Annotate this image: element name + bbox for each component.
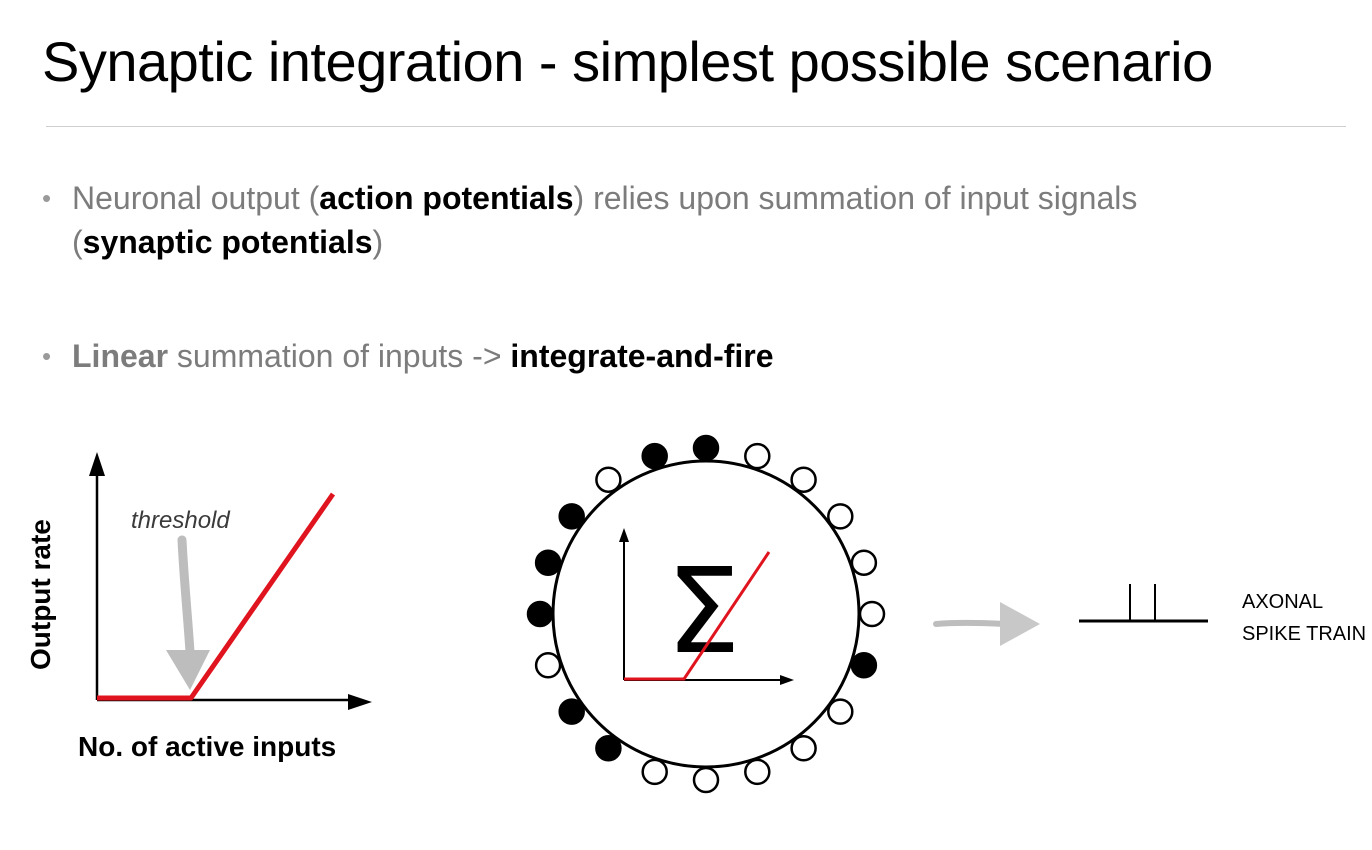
inactive-synapse: [790, 735, 817, 762]
bullet-1-line2-part-1: (: [72, 224, 83, 260]
neuron-diagram: Σ: [526, 434, 886, 794]
bullet-2-part-2: summation of inputs ->: [168, 338, 511, 374]
bullet-1-part-1: Neuronal output (: [72, 180, 320, 216]
bullet-text: Linear summation of inputs -> integrate-…: [72, 334, 1042, 378]
active-synapse: [692, 434, 720, 462]
y-axis-arrowhead-icon: [89, 452, 105, 476]
output-arrow-icon: [933, 602, 1040, 646]
sigma-symbol: Σ: [666, 542, 741, 680]
inactive-synapse: [790, 466, 817, 493]
bullet-2-part-1: Linear: [72, 338, 169, 374]
x-axis-arrowhead-icon: [348, 694, 372, 710]
active-synapse: [850, 652, 878, 679]
inner-y-arrowhead-icon: [619, 528, 629, 542]
inner-x-arrowhead-icon: [780, 675, 794, 685]
inactive-synapse: [641, 758, 668, 786]
bullet-action-potentials: • Neuronal output (action potentials) re…: [42, 176, 1342, 264]
bullet-text: Neuronal output (action potentials) reli…: [72, 176, 1342, 264]
spike-train-label-line1: AXONAL: [1242, 591, 1323, 613]
inactive-synapse: [692, 766, 720, 794]
inactive-synapse: [827, 503, 854, 530]
transfer-function-graph: threshold No. of active inputs Output ra…: [25, 452, 372, 762]
slide-title: Synaptic integration - simplest possible…: [42, 30, 1213, 93]
inactive-synapse: [595, 466, 622, 493]
active-synapse: [641, 442, 668, 470]
bullet-1-part-2: action potentials: [319, 180, 574, 216]
bullet-dot-icon: •: [42, 183, 52, 213]
inner-transfer-line: [624, 551, 771, 681]
active-synapse: [534, 549, 562, 576]
inactive-synapse: [744, 758, 771, 786]
bullet-linear-summation: • Linear summation of inputs -> integrat…: [42, 334, 1042, 378]
synapse-ring: [526, 434, 886, 794]
inactive-synapse: [858, 600, 886, 628]
active-synapse: [526, 600, 554, 628]
bullet-dot-icon: •: [42, 341, 52, 371]
active-synapse: [558, 503, 585, 530]
neuron-soma: [551, 459, 861, 769]
active-synapse: [595, 735, 622, 762]
threshold-arrow-icon: [166, 535, 210, 690]
x-axis-label: No. of active inputs: [78, 731, 336, 762]
inactive-synapse: [850, 549, 878, 576]
inactive-synapse: [534, 652, 562, 679]
bullet-1-part-3: ) relies upon summation of input signals: [573, 180, 1138, 216]
inactive-synapse: [744, 442, 771, 470]
active-synapse: [558, 698, 585, 725]
inactive-synapse: [827, 698, 854, 725]
spike-train-label-line2: SPIKE TRAIN: [1242, 623, 1366, 645]
spike-train: AXONAL SPIKE TRAIN: [1079, 584, 1366, 645]
bullet-1-line2-part-3: ): [372, 224, 384, 260]
bullet-1-line2-part-2: synaptic potentials: [82, 224, 373, 260]
threshold-label: threshold: [131, 507, 230, 534]
bullet-2-part-3: integrate-and-fire: [510, 338, 774, 374]
y-axis-label: Output rate: [25, 519, 56, 670]
transfer-function-line: [97, 492, 336, 701]
title-divider: [46, 126, 1346, 127]
